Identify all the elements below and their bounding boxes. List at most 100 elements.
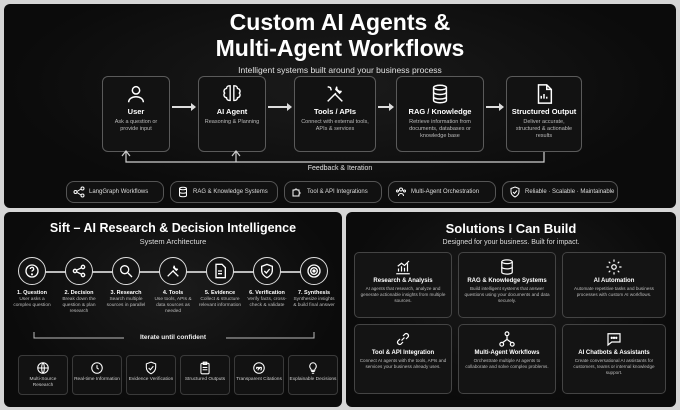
sift-feature: Transparent Citations xyxy=(234,355,284,395)
flow-box-output: Structured Output Deliver accurate, stru… xyxy=(506,76,582,152)
solution-card-desc: Build intelligent systems that answer qu… xyxy=(464,286,550,303)
feature-pill-label: Tool & API Integrations xyxy=(307,189,368,195)
step-question: 1. Question User asks a complex question xyxy=(10,257,54,309)
shield-icon xyxy=(510,186,520,198)
feature-pill: LangGraph Workflows xyxy=(66,181,164,203)
step-desc: Synthesize insights & build final answer xyxy=(293,297,335,309)
sift-feature-label: Explainable Decisions xyxy=(289,377,337,382)
tools-icon xyxy=(167,265,179,277)
solution-card: AI Chatbots & Assistants Create conversa… xyxy=(562,324,666,394)
flow-box-desc: Connect with external tools, APIs & serv… xyxy=(301,119,369,133)
feature-pill: RAG & Knowledge Systems xyxy=(170,181,278,203)
solution-card-desc: Automate repetitive tasks and business p… xyxy=(574,286,654,297)
step-research: 3. Research Search multiple sources in p… xyxy=(104,257,148,309)
flow-arrow xyxy=(172,103,196,111)
step-decision: 2. Decision Break down the question & pl… xyxy=(57,257,101,316)
sift-feature: Multi-Source Research xyxy=(18,355,68,395)
feature-pill-label: Multi-Agent Orchestration xyxy=(411,189,480,195)
sift-feature-label: Multi-Source Research xyxy=(29,377,57,388)
shield-check-icon xyxy=(145,361,157,375)
solution-card-title: AI Automation xyxy=(593,278,635,284)
panel-title-line2: Multi-Agent Workflows xyxy=(215,35,465,61)
feature-pill: Multi-Agent Orchestration xyxy=(388,181,496,203)
document-icon xyxy=(215,263,226,279)
flow-arrow xyxy=(378,103,394,111)
puzzle-icon xyxy=(292,188,301,197)
chart-icon xyxy=(396,260,410,275)
step-verification: 6. Verification Verify facts, cross-chec… xyxy=(245,257,289,309)
sift-feature: Structured Outputs xyxy=(180,355,230,395)
gear-icon xyxy=(606,259,622,275)
flow-box-title: RAG / Knowledge xyxy=(408,107,472,116)
flow-box-title: User xyxy=(127,107,145,116)
solution-card-desc: Create conversational AI assistants for … xyxy=(573,358,655,375)
feedback-loop-line xyxy=(121,150,545,163)
flow-box-title: Structured Output xyxy=(511,107,577,116)
sift-feature-label: Transparent Citations xyxy=(236,377,282,382)
sift-title: Sift – AI Research & Decision Intelligen… xyxy=(49,221,297,235)
link-icon xyxy=(396,332,410,346)
solution-card: Research & Analysis AI agents that resea… xyxy=(354,252,452,318)
solutions-panel: Solutions I Can Build Designed for your … xyxy=(346,212,676,407)
bulb-icon xyxy=(309,362,317,374)
step-evidence: 5. Evidence Collect & structure relevant… xyxy=(198,257,242,309)
step-title: 6. Verification xyxy=(249,290,285,296)
sift-feature-label: Real-time Information xyxy=(74,377,120,382)
flow-box-tools: Tools / APIs Connect with external tools… xyxy=(294,76,376,152)
flow-box-desc: Ask a question or provide input xyxy=(114,119,158,133)
feature-pill-label: RAG & Knowledge Systems xyxy=(193,189,268,195)
flow-box-user: User Ask a question or provide input xyxy=(102,76,170,152)
database-icon xyxy=(501,259,513,275)
solution-card-title: Research & Analysis xyxy=(373,278,433,284)
flow-box-title: AI Agent xyxy=(216,107,248,116)
step-tools: 4. Tools Use tools, APIs & data sources … xyxy=(151,257,195,316)
sift-panel: Sift – AI Research & Decision Intelligen… xyxy=(4,212,342,407)
flow-box-desc: Reasoning & Planning xyxy=(204,119,260,125)
feature-pill: Reliable · Scalable · Maintainable xyxy=(502,181,618,203)
solution-card: Tool & API Integration Connect AI agents… xyxy=(354,324,452,394)
document-icon xyxy=(537,84,553,104)
step-desc: User asks a complex question xyxy=(13,297,51,309)
search-icon xyxy=(120,265,133,278)
solution-card: AI Automation Automate repetitive tasks … xyxy=(562,252,666,318)
chat-icon xyxy=(607,333,621,347)
solution-card-title: RAG & Knowledge Systems xyxy=(467,278,547,284)
solution-card-desc: AI agents that research, analyze and gen… xyxy=(360,286,446,303)
step-title: 7. Synthesis xyxy=(297,290,331,296)
target-icon xyxy=(307,264,321,278)
solution-card-desc: Connect AI agents with the tools, APIs a… xyxy=(359,358,447,369)
brain-icon xyxy=(223,85,241,102)
flow-box-title: Tools / APIs xyxy=(313,107,357,116)
graph-icon xyxy=(73,186,85,198)
flow-box-desc: Deliver accurate, structured & actionabl… xyxy=(515,119,573,140)
sift-feature: Evidence Verification xyxy=(126,355,176,395)
step-desc: Break down the question & plan research xyxy=(62,297,96,315)
solutions-title: Solutions I Can Build xyxy=(445,221,577,236)
step-title: 5. Evidence xyxy=(204,290,236,296)
iterate-loop-line xyxy=(33,332,315,339)
sift-feature: Explainable Decisions xyxy=(288,355,338,395)
solution-card-title: AI Chatbots & Assistants xyxy=(578,350,650,356)
solution-card-title: Multi-Agent Workflows xyxy=(474,350,540,356)
branch-icon xyxy=(72,264,86,278)
clipboard-icon xyxy=(200,361,210,375)
feature-pill-label: LangGraph Workflows xyxy=(89,189,149,195)
network-icon xyxy=(499,331,515,347)
database-icon xyxy=(179,186,187,198)
solution-card: RAG & Knowledge Systems Build intelligen… xyxy=(458,252,556,318)
step-title: 2. Decision xyxy=(64,290,94,296)
sift-feature: Real-time Information xyxy=(72,355,122,395)
sift-feature-label: Structured Outputs xyxy=(184,377,226,382)
panel-title-line1: Custom AI Agents & xyxy=(229,9,451,35)
step-desc: Search multiple sources in parallel xyxy=(106,297,146,309)
feature-pill: Tool & API Integrations xyxy=(284,181,382,203)
people-icon xyxy=(396,187,406,197)
step-title: 3. Research xyxy=(110,290,142,296)
flow-box-ai-agent: AI Agent Reasoning & Planning xyxy=(198,76,266,152)
feedback-label: Feedback & Iteration xyxy=(307,165,373,172)
flow-box-desc: Retrieve information from documents, dat… xyxy=(409,119,471,140)
quote-icon xyxy=(253,362,265,374)
tools-icon xyxy=(327,85,343,102)
solution-card: Multi-Agent Workflows Orchestrate multip… xyxy=(458,324,556,394)
agents-workflow-panel: Custom AI Agents & Multi-Agent Workflows… xyxy=(4,4,676,208)
